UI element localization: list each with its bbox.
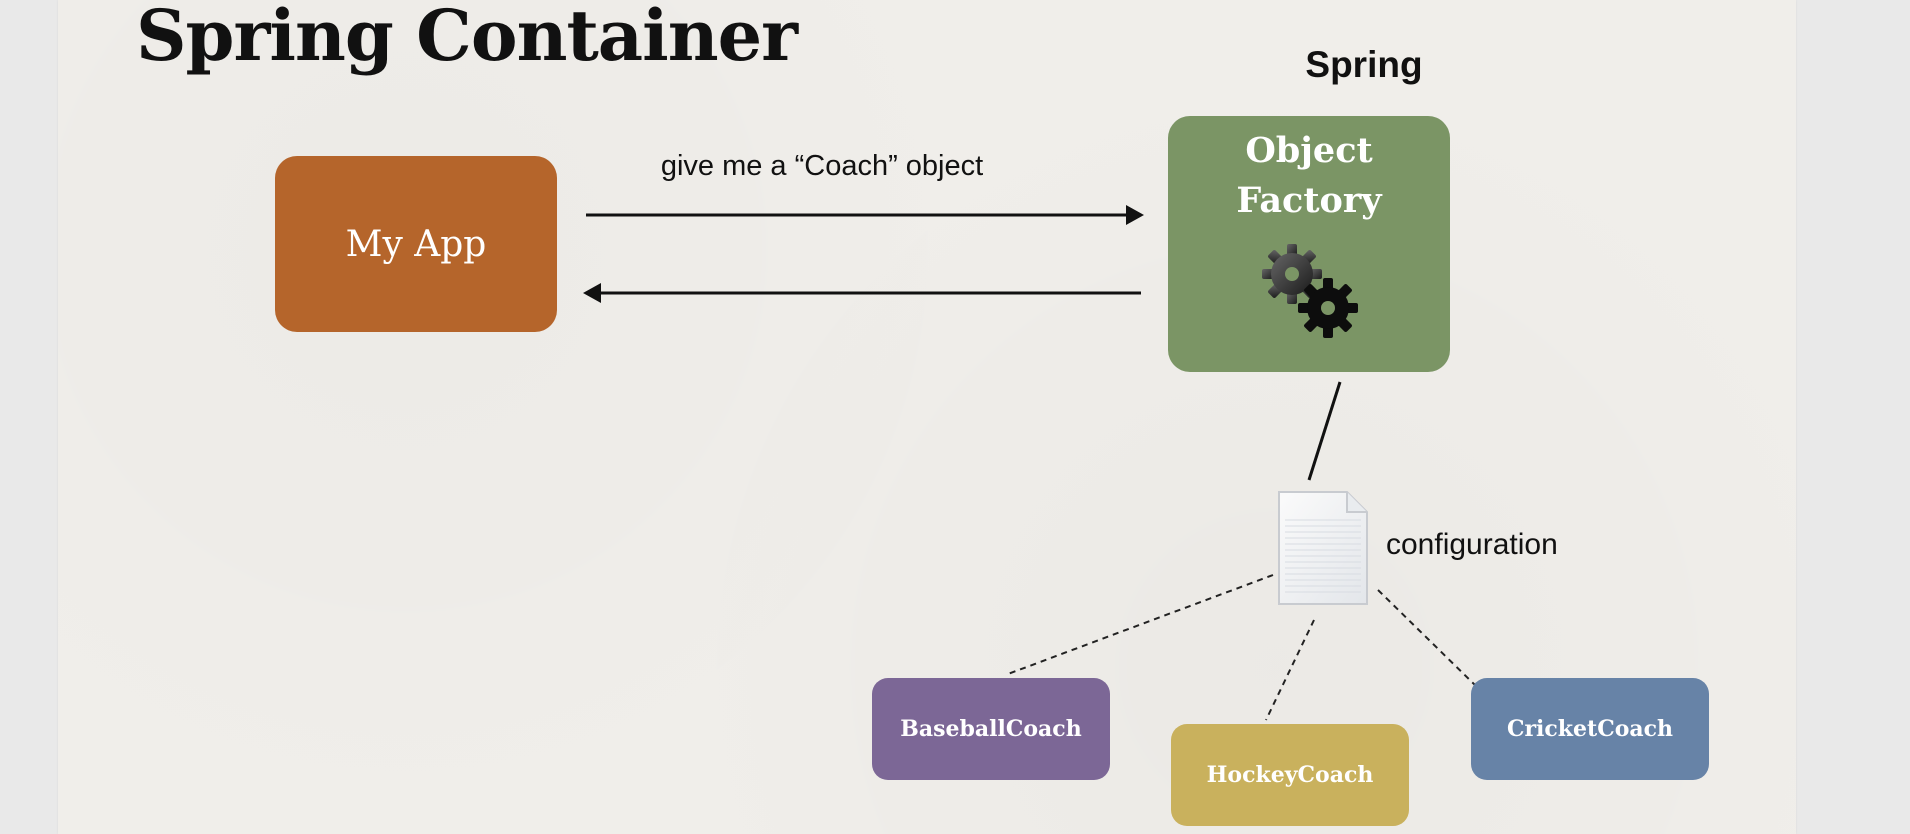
hockey-coach-box: HockeyCoach [1171, 724, 1409, 826]
my-app-box: My App [275, 156, 557, 332]
config-hockey-link [1265, 619, 1315, 721]
gears-icon [1262, 244, 1358, 338]
cricket-coach-box: CricketCoach [1471, 678, 1709, 780]
slide-title: Spring Container [136, 0, 798, 77]
baseball-coach-label: BaseballCoach [900, 716, 1082, 742]
object-factory-line2: Factory [1236, 180, 1382, 221]
configuration-label: configuration [1386, 528, 1558, 561]
slide: Spring Container Spring My App give me a… [58, 0, 1796, 834]
config-baseball-link [1007, 574, 1274, 675]
my-app-label: My App [345, 223, 487, 265]
hockey-coach-label: HockeyCoach [1206, 762, 1374, 788]
response-arrow [583, 283, 1141, 303]
cricket-coach-label: CricketCoach [1506, 716, 1674, 742]
object-factory-title: Object Factory [1236, 126, 1381, 226]
factory-config-link [1307, 381, 1342, 481]
baseball-coach-box: BaseballCoach [872, 678, 1110, 780]
request-label: give me a “Coach” object [660, 150, 984, 182]
config-cricket-link [1377, 589, 1479, 689]
document-icon [1278, 491, 1368, 605]
object-factory-box: Object Factory [1168, 116, 1450, 372]
request-arrow [586, 205, 1144, 225]
spring-container-label: Spring [1305, 44, 1423, 85]
object-factory-line1: Object [1245, 130, 1373, 171]
